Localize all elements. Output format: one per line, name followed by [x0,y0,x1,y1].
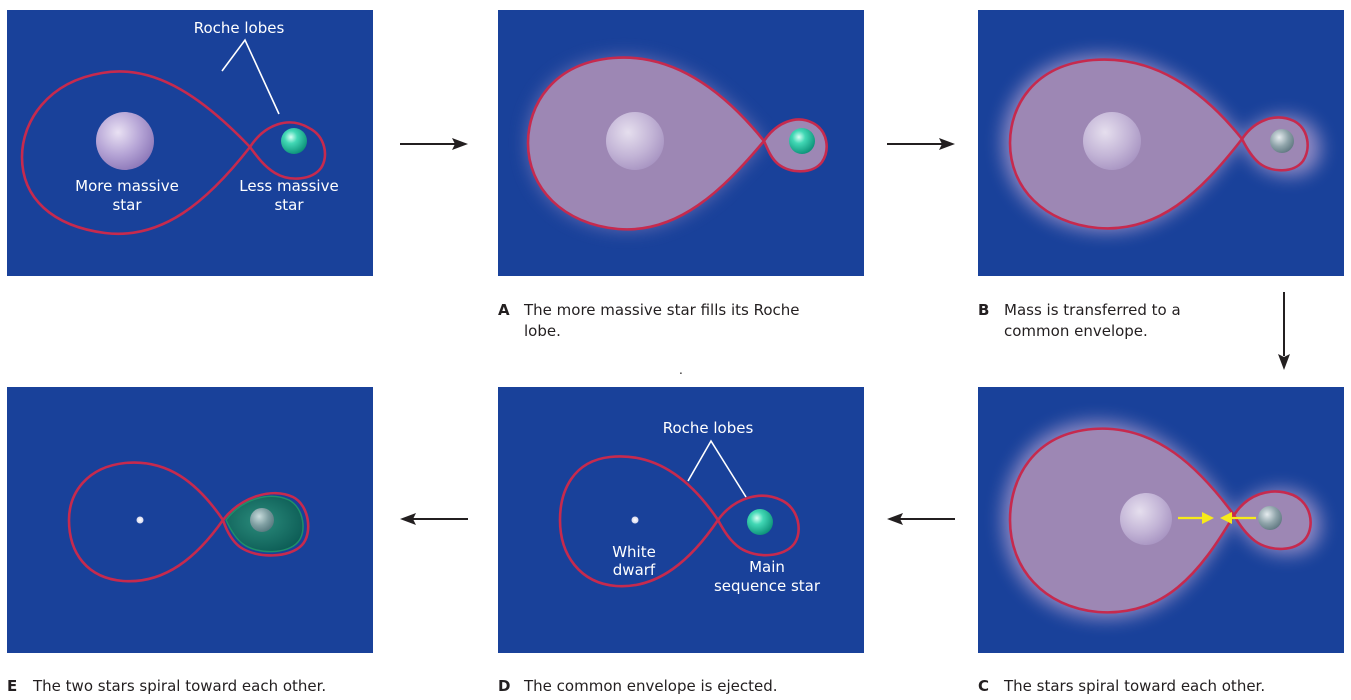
roche-lobes-label: Roche lobes [663,419,754,437]
roche-label-pointer [687,439,747,498]
less-massive-star-label-line2: star [274,196,304,214]
caption-e: E The two stars spiral toward each other… [7,676,387,698]
panel-d: Roche lobes White dwarf Main sequence st… [498,387,864,653]
main-sequence-star [747,509,773,535]
panel-c [978,387,1344,653]
stray-mark: . [679,363,683,377]
less-massive-star-label: Less massive [239,177,338,195]
more-massive-star-label: More massive [75,177,179,195]
less-massive-star [1258,506,1282,530]
panel-e [7,387,373,653]
arrow-to-panel-d [887,513,955,525]
main-sequence-star-label-line2: sequence star [714,577,821,595]
caption-b-text: Mass is transferred to a common envelope… [1004,301,1181,340]
caption-c-letter: C [978,677,990,695]
caption-b-letter: B [978,301,990,319]
caption-a-text: The more massive star fills its Roche lo… [524,301,800,340]
more-massive-star [606,112,664,170]
roche-lobes-outline [1008,58,1309,230]
spiral-arrow-left [1220,512,1256,524]
less-massive-star [789,128,815,154]
caption-c-text: The stars spiral toward each other. [1004,677,1266,695]
roche-lobes-outline [558,455,800,588]
roche-lobes-outline [526,56,828,231]
panel-d-illustration: Roche lobes White dwarf Main sequence st… [558,419,821,595]
panel-a [498,10,864,276]
caption-b: B Mass is transferred to a common envelo… [978,300,1278,348]
panel-b [978,10,1344,276]
more-massive-star [96,112,154,170]
caption-e-text: The two stars spiral toward each other. [33,677,327,695]
caption-d: D The common envelope is ejected. [498,676,864,698]
roche-lobes-label: Roche lobes [194,19,285,37]
less-massive-star [1270,129,1294,153]
arrow-to-panel-e [400,513,468,525]
arrow-to-panel-a [400,138,468,150]
arrow-to-panel-c [1278,292,1290,370]
panel-a-illustration [526,56,828,231]
white-dwarf-label-line2: dwarf [613,561,656,579]
roche-label-pointer [221,38,280,115]
spiral-arrow-right [1178,512,1214,524]
panel-b-illustration [1003,55,1321,232]
more-massive-star [1083,112,1141,170]
more-massive-star [1120,493,1172,545]
white-dwarf-star [631,516,639,524]
main-sequence-star-label: Main [749,558,785,576]
panel-initial-illustration: Roche lobes More massive star Less massi… [20,19,339,236]
caption-a: A The more massive star fills its Roche … [498,300,838,348]
less-massive-star [281,128,307,154]
panel-c-illustration [1003,421,1321,619]
panel-initial: Roche lobes More massive star Less massi… [7,10,373,276]
caption-d-letter: D [498,677,511,695]
caption-e-letter: E [7,677,18,695]
white-dwarf-label: White [612,543,656,561]
roche-lobes-outline [20,70,327,236]
main-sequence-star [250,508,274,532]
white-dwarf-star [136,516,144,524]
panel-e-illustration [67,461,310,583]
caption-d-text: The common envelope is ejected. [524,677,778,695]
caption-a-letter: A [498,301,510,319]
caption-c: C The stars spiral toward each other. [978,676,1344,698]
more-massive-star-label-line2: star [112,196,142,214]
roche-lobes-outline [67,461,310,583]
arrow-to-panel-b [887,138,955,150]
